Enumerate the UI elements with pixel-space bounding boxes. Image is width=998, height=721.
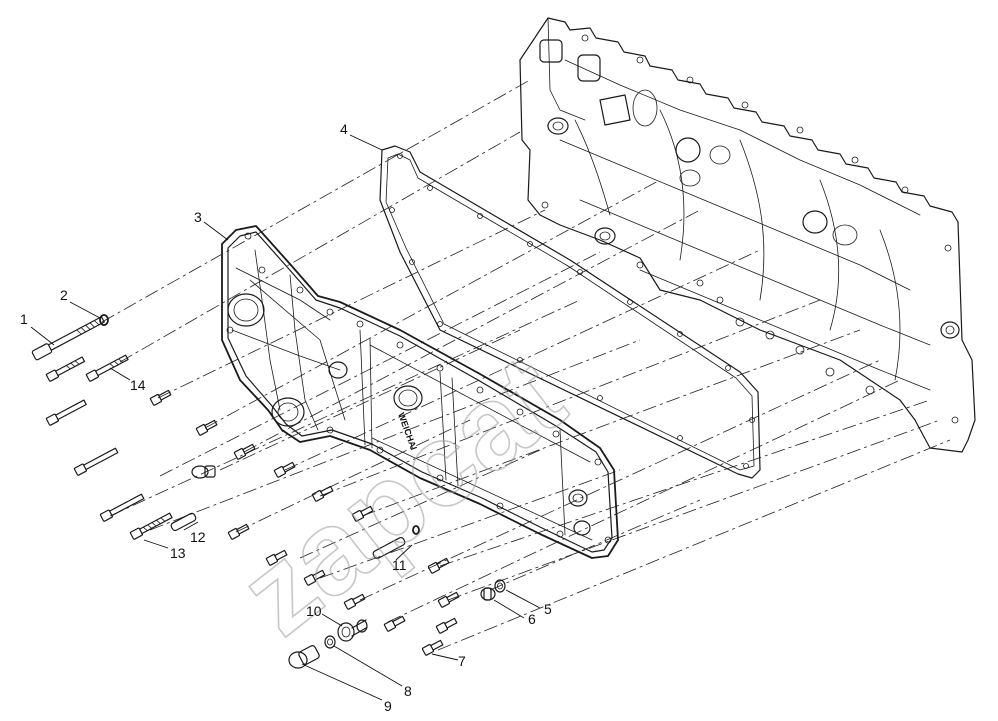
seal-ring-5 xyxy=(494,579,506,593)
callout-2: 2 xyxy=(60,287,68,303)
bolt-short-m xyxy=(383,615,406,632)
bolt-1 xyxy=(31,316,105,361)
bolt-left-b xyxy=(45,399,87,426)
callout-14: 14 xyxy=(130,377,146,393)
engine-block xyxy=(519,17,976,453)
callout-8: 8 xyxy=(404,683,412,699)
banjo-bolt-9 xyxy=(288,645,320,669)
dowel-11 xyxy=(372,536,406,560)
callout-6: 6 xyxy=(528,611,536,627)
bolt-short-g xyxy=(351,505,374,522)
assembly-lines xyxy=(101,79,951,651)
gasket-4 xyxy=(379,145,761,479)
bolt-left-c xyxy=(73,447,119,476)
callout-4: 4 xyxy=(340,121,348,137)
washer-8 xyxy=(324,635,336,649)
bolt-short-k xyxy=(343,593,366,610)
fasteners xyxy=(31,314,506,669)
callout-7: 7 xyxy=(458,653,466,669)
bolt-short-n xyxy=(435,617,458,634)
callout-3: 3 xyxy=(194,209,202,225)
bolt-short-h xyxy=(265,549,288,566)
bolt-short-c xyxy=(233,443,256,460)
bolt-7 xyxy=(421,639,444,656)
callout-1: 1 xyxy=(20,311,28,327)
bolt-short-l xyxy=(437,591,460,608)
bolt-left-a xyxy=(45,356,86,382)
bolt-left-d xyxy=(99,493,145,522)
bolt-short-e xyxy=(311,485,334,502)
callout-5: 5 xyxy=(544,601,552,617)
plug-6 xyxy=(480,587,496,601)
bolt-short-j xyxy=(427,557,450,574)
bolt-short-f xyxy=(227,523,250,540)
bolt-14 xyxy=(85,354,129,382)
callout-13: 13 xyxy=(170,545,186,561)
plug-a xyxy=(191,465,216,479)
callout-9: 9 xyxy=(384,698,392,714)
bolt-short-b xyxy=(195,419,218,436)
washer-2 xyxy=(99,314,109,326)
callout-10: 10 xyxy=(306,603,322,619)
stud-13 xyxy=(129,512,173,540)
bolt-short-i xyxy=(303,569,326,586)
bolt-short-d xyxy=(273,461,296,478)
callout-11: 11 xyxy=(392,557,407,573)
callout-12: 12 xyxy=(190,529,206,545)
dowel-12 xyxy=(170,512,197,532)
banjo-10 xyxy=(337,619,368,642)
callouts: 1 2 3 4 5 6 7 8 9 10 11 12 13 14 xyxy=(20,121,552,714)
bolt-short-a xyxy=(149,389,172,406)
